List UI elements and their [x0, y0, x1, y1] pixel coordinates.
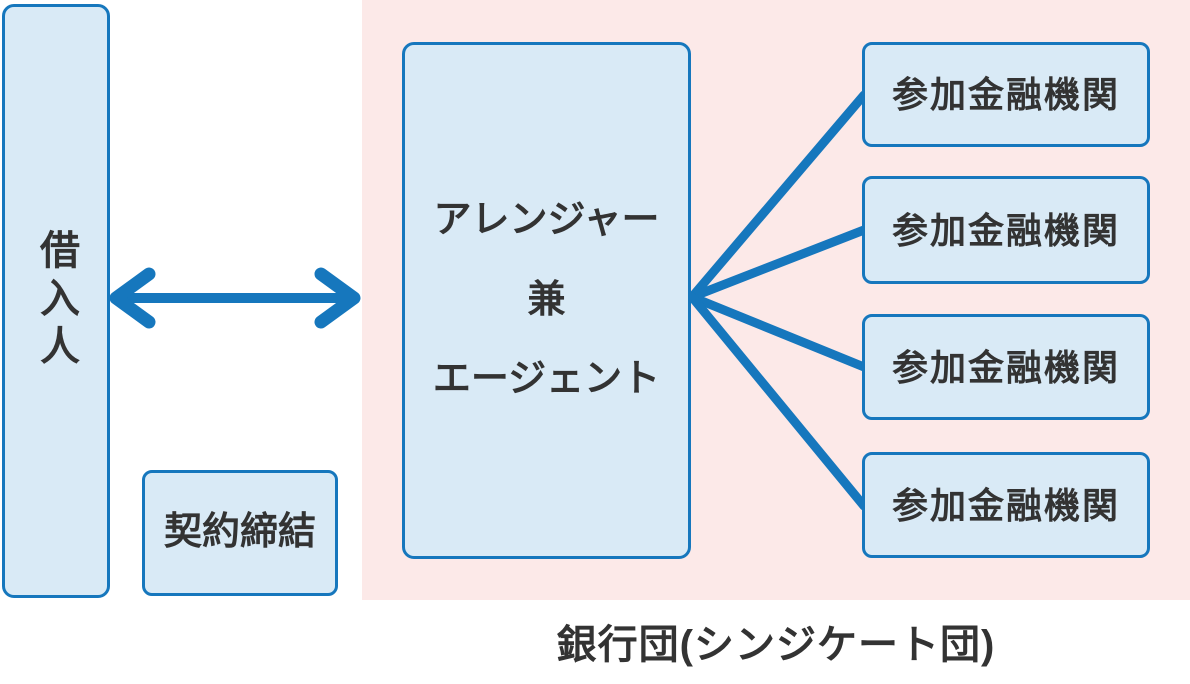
arranger-label-line1: アレンジャー	[433, 199, 660, 242]
participant-label: 参加金融機関	[891, 484, 1120, 526]
participant-box-3: 参加金融機関	[862, 314, 1150, 420]
arrow-head-left-icon	[109, 267, 156, 329]
arranger-agent-box: アレンジャー 兼 エージェント	[402, 42, 691, 559]
syndicate-caption: 銀行団(シンジケート団)	[556, 623, 996, 667]
arranger-label-line3: エージェント	[432, 358, 661, 401]
contract-label: 契約締結	[163, 511, 316, 554]
participant-label: 参加金融機関	[891, 74, 1120, 115]
participant-box-4: 参加金融機関	[862, 452, 1150, 558]
arrow-head-right-icon	[314, 267, 361, 329]
participant-box-1: 参加金融機関	[862, 42, 1150, 147]
participant-label: 参加金融機関	[891, 346, 1120, 388]
borrower-label: 借入人	[34, 229, 78, 373]
borrower-box: 借入人	[2, 4, 110, 598]
participant-label: 参加金融機関	[891, 209, 1120, 251]
contract-box: 契約締結	[142, 470, 338, 596]
arranger-label-line2: 兼	[527, 278, 566, 321]
participant-box-2: 参加金融機関	[862, 176, 1150, 284]
